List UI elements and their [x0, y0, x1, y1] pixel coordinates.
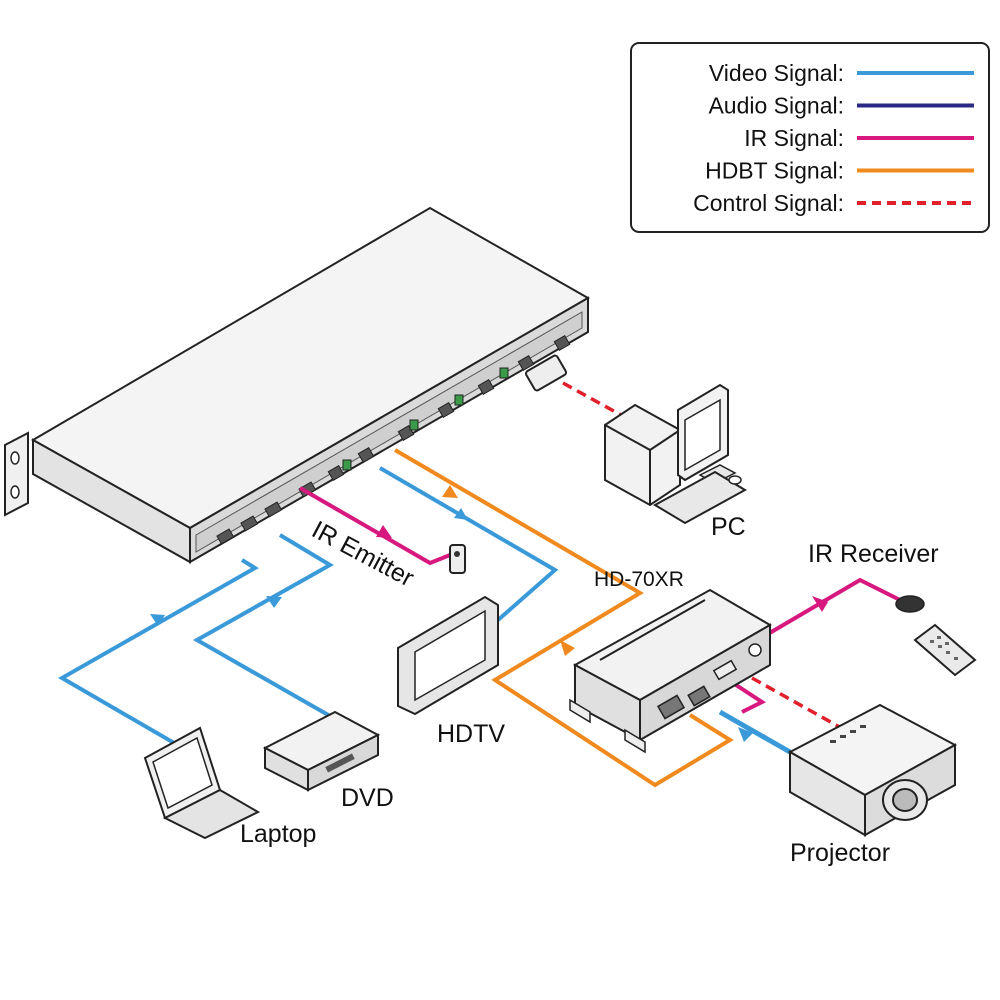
legend-label: Audio Signal: [708, 93, 844, 119]
projector-device [787, 703, 958, 837]
video-line-laptop [57, 558, 259, 760]
laptop-device [143, 726, 261, 840]
label-hd70xr: HD-70XR [594, 568, 684, 591]
legend-label: Control Signal: [693, 190, 844, 216]
hdtv-device [397, 595, 499, 716]
ir-receiver-device [895, 595, 977, 677]
label-dvd: DVD [341, 784, 394, 812]
label-projector: Projector [790, 839, 890, 867]
video-line-hdtv [378, 466, 559, 622]
control-line-pc [562, 381, 631, 422]
legend-label: HDBT Signal: [705, 158, 844, 184]
hdbt-line [393, 448, 734, 788]
matrix-switcher [4, 206, 591, 564]
ir-line-emitter [299, 486, 451, 566]
video-line-dvd [192, 533, 334, 718]
pc-device [604, 383, 748, 525]
signal-lines [57, 381, 901, 788]
label-hdtv: HDTV [437, 720, 505, 748]
video-line-projector [718, 709, 792, 755]
hd70xr-device [569, 588, 772, 754]
label-laptop: Laptop [240, 820, 316, 848]
legend: Video Signal: Audio Signal: IR Signal: HDBT… [630, 42, 990, 233]
label-ir-receiver: IR Receiver [808, 540, 939, 568]
legend-label: IR Signal: [744, 125, 844, 151]
signal-arrows [150, 485, 828, 742]
ir-emitter-device [449, 544, 466, 574]
dvd-device [262, 710, 381, 792]
label-ir-emitter: IR Emitter [307, 516, 418, 593]
control-line-projector [751, 676, 846, 732]
label-pc: PC [711, 513, 746, 541]
legend-box [630, 42, 990, 233]
legend-label: Video Signal: [709, 60, 844, 86]
